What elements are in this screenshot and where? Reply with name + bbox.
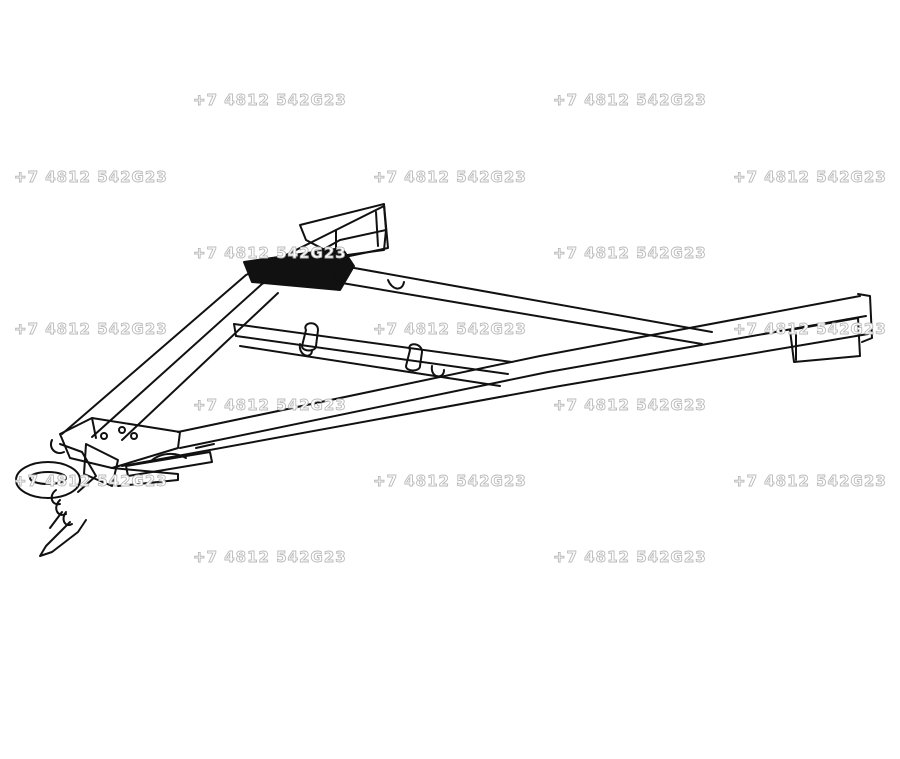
beam-latch: [125, 443, 215, 477]
left-beam-end-cap: [299, 203, 389, 259]
rear-cross-member: [331, 263, 713, 345]
coupler-head: [59, 417, 181, 487]
middle-cross-bar: [233, 323, 513, 387]
left-beam-pad: [243, 247, 355, 291]
left-main-beam: [61, 205, 387, 441]
right-beam-end-sleeve: [789, 317, 861, 363]
right-main-beam: [121, 293, 873, 467]
hitch-coupling-ring: [15, 439, 97, 499]
safety-chain: [39, 489, 87, 557]
cross-bar-clips: [298, 322, 445, 378]
